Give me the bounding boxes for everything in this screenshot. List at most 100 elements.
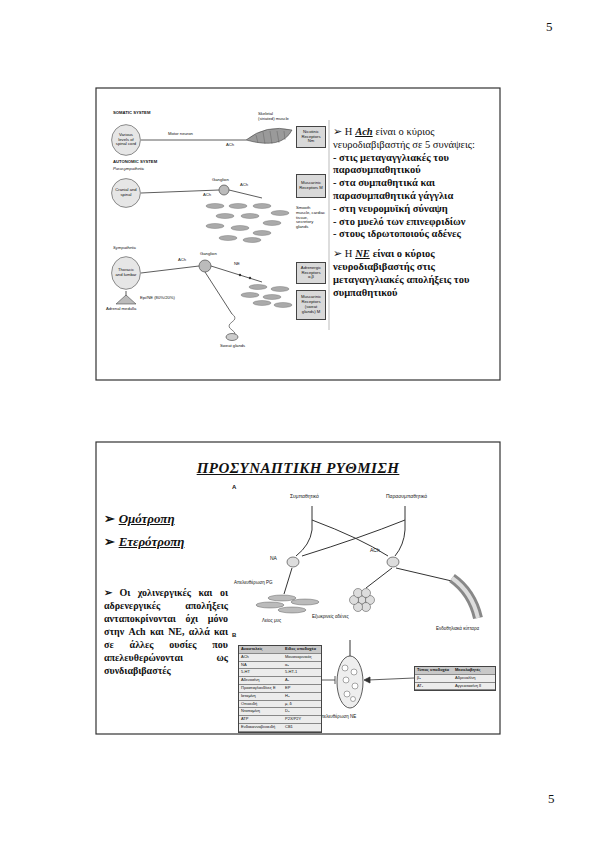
table-cell: Οπιοειδή [239, 701, 283, 709]
smooth-muscle-cells [206, 204, 224, 209]
text-column: ➢ ΗAchείναι ο κύριος νευροδιαβιβαστής σε… [333, 126, 495, 299]
spinal-cord-oval: Various levels of spinal cord [111, 124, 141, 156]
presynaptic-neurons [366, 568, 392, 588]
node-text: Cranial and spinal [115, 188, 137, 198]
list-item: - στους ιδρωτοποιούς αδένες [333, 228, 495, 241]
smooth-muscle-cells [249, 285, 267, 290]
figure-label: SOMATIC SYSTEM [113, 111, 183, 116]
smooth-muscle-cells [253, 231, 271, 236]
varicosity [337, 640, 363, 708]
smooth-muscle-cells-a [291, 599, 319, 605]
varicosity [350, 640, 351, 656]
spinal-cord-oval: Thoracic and lumbar [111, 256, 141, 290]
column-divider [329, 120, 330, 330]
varicosity [337, 656, 363, 708]
sympathetic-neuron [141, 266, 199, 273]
body-text: ➢ [104, 534, 115, 549]
skeletal-muscle [263, 132, 265, 144]
smooth-muscle-cells [263, 295, 281, 300]
table-cell: Αδενοσίνη [239, 677, 283, 685]
table-cell: Μουσκαρινικός [283, 654, 321, 662]
exocrine-gland [362, 589, 371, 598]
spinal-cord-oval: Cranial and spinal [111, 178, 141, 208]
skeletal-muscle [270, 131, 272, 144]
sweat-gland [226, 314, 238, 341]
table-cell: Ντοπαμίνη [239, 708, 283, 716]
figure-label: Epi/NE (80%/20%) [140, 296, 184, 301]
figure-label: Skeletal (striated) muscle [258, 112, 290, 122]
list-item: - στη νευρομυϊκή σύναψη [333, 203, 495, 216]
figure-label: Sympathetic [113, 246, 163, 251]
node-text: Various levels of spinal cord [115, 133, 137, 147]
smooth-muscle-cells [263, 221, 281, 226]
heading-item: ➢Ετερότροπη [104, 535, 228, 550]
varicosity [343, 677, 349, 683]
table-cell: H₃ [283, 693, 321, 701]
sympathetic-neuron [211, 266, 262, 282]
presynaptic-neurons [312, 520, 388, 556]
heading-item: ➢Ομότροπη [104, 512, 228, 527]
figure-label: NE [234, 262, 248, 267]
figure-label: ACh [178, 258, 194, 263]
ganglion [219, 185, 229, 195]
smooth-muscle-cells-a [278, 607, 306, 613]
table-cell: Είδος υποδοχέα [283, 646, 321, 654]
figure-label: Sweat glands [220, 344, 254, 349]
list-item: - στα συμπαθητικά και παρασυμπαθητικά γά… [333, 177, 495, 203]
table-cell: ACh [239, 654, 283, 662]
presynaptic-neurons [395, 506, 405, 556]
smooth-muscle-cells [243, 238, 261, 243]
paragraph: ➢ ΗNEείναι ο κύριος νευροδιαβιβαστής στι… [333, 248, 495, 299]
modulation-arrows [368, 678, 414, 680]
varicosity [342, 665, 348, 671]
figure-label: ACh [240, 183, 256, 188]
skeletal-muscle [246, 128, 292, 143]
varicosity [352, 683, 358, 689]
oval-shape [112, 179, 141, 208]
sweat-gland [226, 334, 238, 341]
figure-label: Adrenal medulla [106, 307, 140, 312]
varicosity-dots [249, 277, 251, 279]
node-text: Thoracic and lumbar [115, 268, 137, 278]
somatic-neuron [141, 140, 246, 141]
data-table: Τύπος υποδοχέαΜεσολαβητέςβ₂ΑδρεναλίνηAT₁… [414, 666, 496, 691]
modulation-arrows [364, 677, 370, 683]
adrenal-gland [116, 295, 136, 304]
figure-label: Ganglion [200, 252, 230, 257]
table-cell: β₂ [415, 675, 453, 683]
table-cell: A₁ [283, 677, 321, 685]
slide-frame [96, 442, 500, 734]
varicosity [351, 669, 357, 675]
figure-label: Εξωκρινείς αδένες [312, 614, 352, 619]
varicosity [351, 697, 356, 702]
receptor-box: Muscarinic Receptors (sweat glands) M [296, 290, 326, 320]
figure-label: ACh [370, 548, 388, 554]
smooth-muscle-cells [229, 204, 247, 209]
varicosity [342, 665, 358, 702]
skeletal-muscle [277, 131, 279, 143]
receptor-box: Muscarinic Receptors M [296, 174, 326, 198]
body-text: ➢ Η [333, 248, 352, 259]
presynaptic-neurons [296, 506, 312, 556]
figure-label: B [232, 632, 242, 639]
exocrine-gland [362, 603, 371, 612]
nerve-terminal [287, 557, 399, 567]
table-cell: Προσταγλανδίνες E [239, 685, 283, 693]
table-cell: P2X/P2Y [283, 716, 321, 724]
paragraph: ➢ Οι χολινεργικές και οι αδρενεργικές απ… [104, 586, 228, 677]
table-cell: Αδρεναλίνη [453, 675, 495, 683]
presynaptic-neurons [302, 520, 405, 556]
body-text: Ach [355, 126, 373, 137]
blood-vessel [452, 578, 478, 618]
presynaptic-neurons [396, 568, 456, 582]
ganglion [199, 185, 229, 272]
figure-label: Λείος μυς [262, 618, 302, 623]
figure-label: Παρασυμπαθητικό [386, 494, 446, 500]
ganglion [199, 260, 211, 272]
table-cell: NA [239, 662, 283, 670]
body-text: Ομότροπη [119, 511, 175, 526]
smooth-muscle-cells [206, 204, 292, 308]
table-cell: Αγγειοτασίνη II [453, 683, 495, 691]
figure-label: Απελευθέρωση NE [318, 714, 380, 719]
smooth-muscle-cells [241, 214, 259, 219]
